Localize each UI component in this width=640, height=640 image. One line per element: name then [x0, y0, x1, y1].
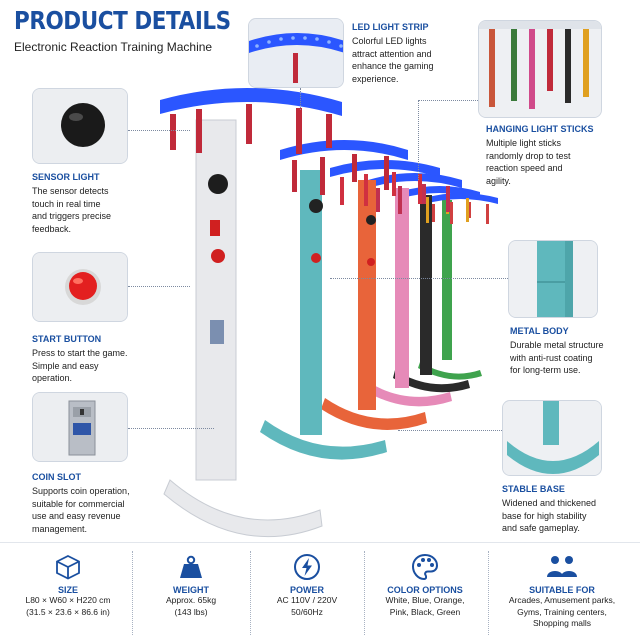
- spec-weight: WEIGHT Approx. 65kg (143 lbs): [140, 553, 242, 618]
- spec-power-label: POWER: [289, 585, 324, 595]
- led-strip-image: [249, 19, 343, 87]
- sensor-leader: [128, 130, 190, 131]
- spec-suitable: SUITABLE FOR Arcades, Amusement parks, G…: [492, 553, 632, 630]
- base-leader: [398, 430, 502, 431]
- sticks-leader-h: [418, 100, 478, 101]
- palette-icon: [411, 553, 439, 581]
- spec-divider: [364, 551, 365, 635]
- page-subtitle: Electronic Reaction Training Machine: [14, 40, 213, 54]
- spec-colors-label: COLOR OPTIONS: [387, 585, 463, 595]
- start-button-desc: Press to start the game. Simple and easy…: [32, 348, 128, 383]
- spec-divider: [250, 551, 251, 635]
- spec-power: POWER AC 110V / 220V 50/60Hz: [256, 553, 358, 618]
- coin-slot-image: [33, 393, 127, 461]
- sensor-light-thumbnail: [32, 88, 128, 164]
- sensor-light-desc: The sensor detects touch in real time an…: [32, 186, 112, 234]
- power-icon: [293, 553, 321, 581]
- coin-leader: [128, 428, 214, 429]
- metal-body-thumbnail: [508, 240, 598, 318]
- stable-base-desc: Widened and thickened base for high stab…: [502, 498, 597, 533]
- stable-base-image: [503, 401, 601, 475]
- spec-weight-label: WEIGHT: [173, 585, 209, 595]
- metal-body-desc: Durable metal structure with anti-rust c…: [510, 340, 604, 375]
- spec-divider: [132, 551, 133, 635]
- specs-bar: SIZE L80 × W60 × H220 cm (31.5 × 23.6 × …: [0, 542, 640, 640]
- coin-slot-desc: Supports coin operation, suitable for co…: [32, 486, 130, 534]
- light-sticks-image: [479, 21, 601, 117]
- spec-size: SIZE L80 × W60 × H220 cm (31.5 × 23.6 × …: [12, 553, 124, 618]
- light-sticks-title: HANGING LIGHT STICKS: [486, 124, 594, 134]
- people-icon: [544, 553, 580, 581]
- machine-orange: [321, 160, 440, 430]
- led-strip-title: LED LIGHT STRIP: [352, 22, 429, 32]
- sticks-leader-v: [418, 100, 419, 180]
- sensor-light-image: [33, 89, 127, 163]
- led-leader: [300, 88, 301, 110]
- spec-suitable-label: SUITABLE FOR: [529, 585, 595, 595]
- light-sticks-thumbnail: [478, 20, 602, 118]
- stable-base-title: STABLE BASE: [502, 484, 565, 494]
- machine-blue: [260, 140, 408, 460]
- metal-body-title: METAL BODY: [510, 326, 569, 336]
- start-leader: [128, 286, 190, 287]
- spec-size-label: SIZE: [57, 585, 78, 595]
- start-button-image: [33, 253, 127, 321]
- machine-white: [160, 87, 342, 538]
- light-sticks-desc: Multiple light sticks randomly drop to t…: [486, 138, 571, 186]
- sensor-light-title: SENSOR LIGHT: [32, 172, 100, 182]
- machine-pink: [362, 173, 462, 407]
- led-strip-desc: Colorful LED lights attract attention an…: [352, 36, 434, 84]
- spec-divider: [488, 551, 489, 635]
- product-illustration: [160, 87, 498, 538]
- led-strip-thumbnail: [248, 18, 344, 88]
- metal-leader: [330, 278, 508, 279]
- weight-icon: [177, 553, 205, 581]
- cube-icon: [54, 553, 82, 581]
- stable-base-thumbnail: [502, 400, 602, 476]
- start-button-title: START BUTTON: [32, 334, 102, 344]
- coin-slot-thumbnail: [32, 392, 128, 462]
- metal-body-image: [509, 241, 597, 317]
- spec-colors: COLOR OPTIONS White, Blue, Orange, Pink,…: [368, 553, 482, 618]
- page-title: PRODUCT DETAILS: [14, 6, 231, 35]
- start-button-thumbnail: [32, 252, 128, 322]
- coin-slot-title: COIN SLOT: [32, 472, 81, 482]
